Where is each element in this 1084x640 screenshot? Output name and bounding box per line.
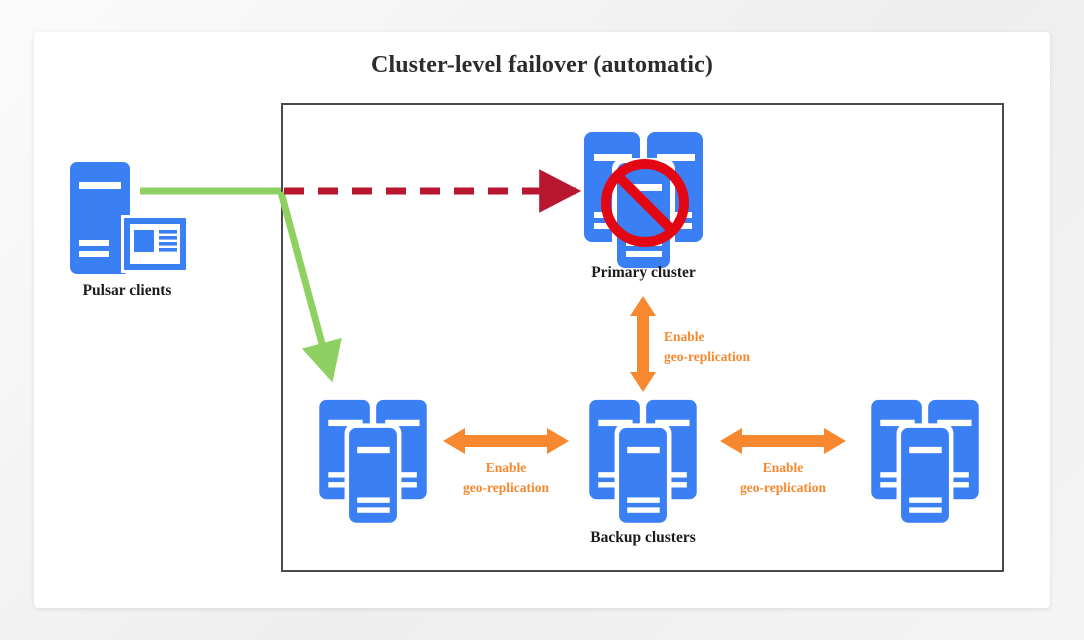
server-cluster-icon [319, 399, 427, 523]
diagram-card [34, 32, 1050, 608]
geo-replication-label-line2: geo-replication [463, 479, 549, 495]
geo-replication-left [443, 428, 569, 454]
backup-clusters-label: Backup clusters [590, 529, 696, 546]
geo-replication-right [720, 428, 846, 454]
backup-cluster-right[interactable] [855, 392, 995, 527]
clients-to-backup-active-connection [140, 187, 342, 383]
backup-cluster-left[interactable] [303, 392, 443, 527]
pulsar-clients[interactable]: Pulsar clients [62, 158, 202, 318]
cluster-boundary-frame [281, 103, 1004, 572]
geo-replication-label-line1: Enable [485, 460, 527, 475]
prohibition-sign-icon [601, 159, 689, 247]
geo-replication-label-line1: Enable [664, 329, 705, 344]
geo-replication-right-label: Enable geo-replication [720, 458, 846, 497]
geo-replication-label-line2: geo-replication [740, 479, 826, 495]
server-cluster-icon [871, 399, 979, 523]
geo-replication-label-line1: Enable [762, 460, 804, 475]
primary-cluster-label: Primary cluster [591, 264, 696, 281]
server-cluster-icon [589, 399, 697, 523]
geo-replication-label-line2: geo-replication [664, 348, 750, 364]
client-workstation-icon [70, 162, 189, 274]
diagram-title: Cluster-level failover (automatic) [371, 52, 713, 78]
geo-replication-vertical-label: Enable geo-replication [664, 327, 750, 366]
backup-cluster-center[interactable]: Backup clusters [573, 392, 713, 552]
geo-replication-left-label: Enable geo-replication [443, 458, 569, 497]
pulsar-clients-label: Pulsar clients [82, 282, 172, 299]
geo-replication-vertical [630, 296, 656, 392]
primary-cluster[interactable]: Primary cluster [566, 128, 721, 293]
